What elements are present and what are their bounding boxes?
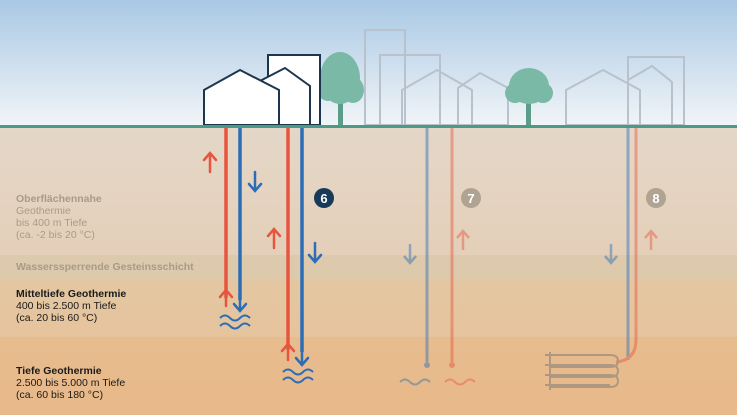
up-arrow-icon: [280, 342, 296, 362]
deep-geothermal-label: Tiefe Geothermie 2.500 bis 5.000 m Tiefe…: [16, 365, 125, 401]
up-arrow-icon: [456, 229, 470, 250]
deep-line-1: 2.500 bis 5.000 m Tiefe: [16, 377, 126, 389]
ground-line: [0, 125, 737, 128]
up-arrow-icon: [266, 227, 282, 250]
faded-system-7: [399, 128, 476, 386]
tree-icon: [505, 68, 553, 125]
tree-icon: [317, 52, 364, 125]
marker-6: 6: [314, 188, 334, 208]
svg-text:8: 8: [652, 191, 659, 206]
water-wave-icon: [399, 378, 431, 386]
deep-title: Tiefe Geothermie: [16, 365, 102, 377]
barrier-layer-label: Wasserssperrende Gesteinsschicht: [16, 261, 194, 273]
medium-line-1: 400 bis 2.500 m Tiefe: [16, 300, 117, 312]
up-arrow-icon: [218, 288, 234, 308]
shallow-layer: [0, 127, 737, 255]
shallow-line-2: bis 400 m Tiefe: [16, 217, 88, 229]
down-arrow-icon: [294, 348, 310, 367]
deep-line-2: (ca. 60 bis 180 °C): [16, 389, 104, 401]
house-icon: [401, 68, 473, 126]
water-wave-icon: [444, 378, 476, 386]
medium-line-2: (ca. 20 bis 60 °C): [16, 312, 98, 324]
down-arrow-icon: [403, 244, 417, 265]
system-6-pipes: [224, 128, 304, 352]
medium-title: Mitteltiefe Geothermie: [16, 288, 127, 300]
shallow-geothermal-label: Oberflächennahe Geothermie bis 400 m Tie…: [16, 193, 102, 241]
svg-text:7: 7: [467, 191, 474, 206]
geothermal-probe-icon: [545, 352, 620, 390]
faded-system-8: [545, 128, 658, 390]
svg-text:6: 6: [320, 191, 327, 206]
shallow-title: Oberflächennahe: [16, 193, 102, 205]
marker-7: 7: [461, 188, 481, 208]
up-arrow-icon: [202, 151, 218, 174]
house-icon: [203, 68, 280, 126]
shallow-line-1: Geothermie: [16, 205, 71, 217]
system-6-arrows: [202, 151, 323, 367]
marker-8: 8: [646, 188, 666, 208]
barrier-layer: [0, 255, 737, 279]
medium-geothermal-label: Mitteltiefe Geothermie 400 bis 2.500 m T…: [16, 288, 126, 324]
house-icon: [457, 71, 509, 126]
down-arrow-icon: [247, 170, 263, 193]
house-icon: [627, 64, 673, 125]
down-arrow-icon: [232, 294, 248, 313]
deep-layer: [0, 337, 737, 415]
main-houses: [203, 54, 321, 126]
sky: [0, 0, 737, 127]
down-arrow-icon: [604, 244, 618, 265]
down-arrow-icon: [307, 241, 323, 264]
house-icon: [565, 68, 641, 126]
up-arrow-icon: [644, 229, 658, 250]
water-wave-icon: [219, 314, 314, 384]
shallow-line-3: (ca. -2 bis 20 °C): [16, 229, 95, 241]
medium-layer: [0, 279, 737, 337]
